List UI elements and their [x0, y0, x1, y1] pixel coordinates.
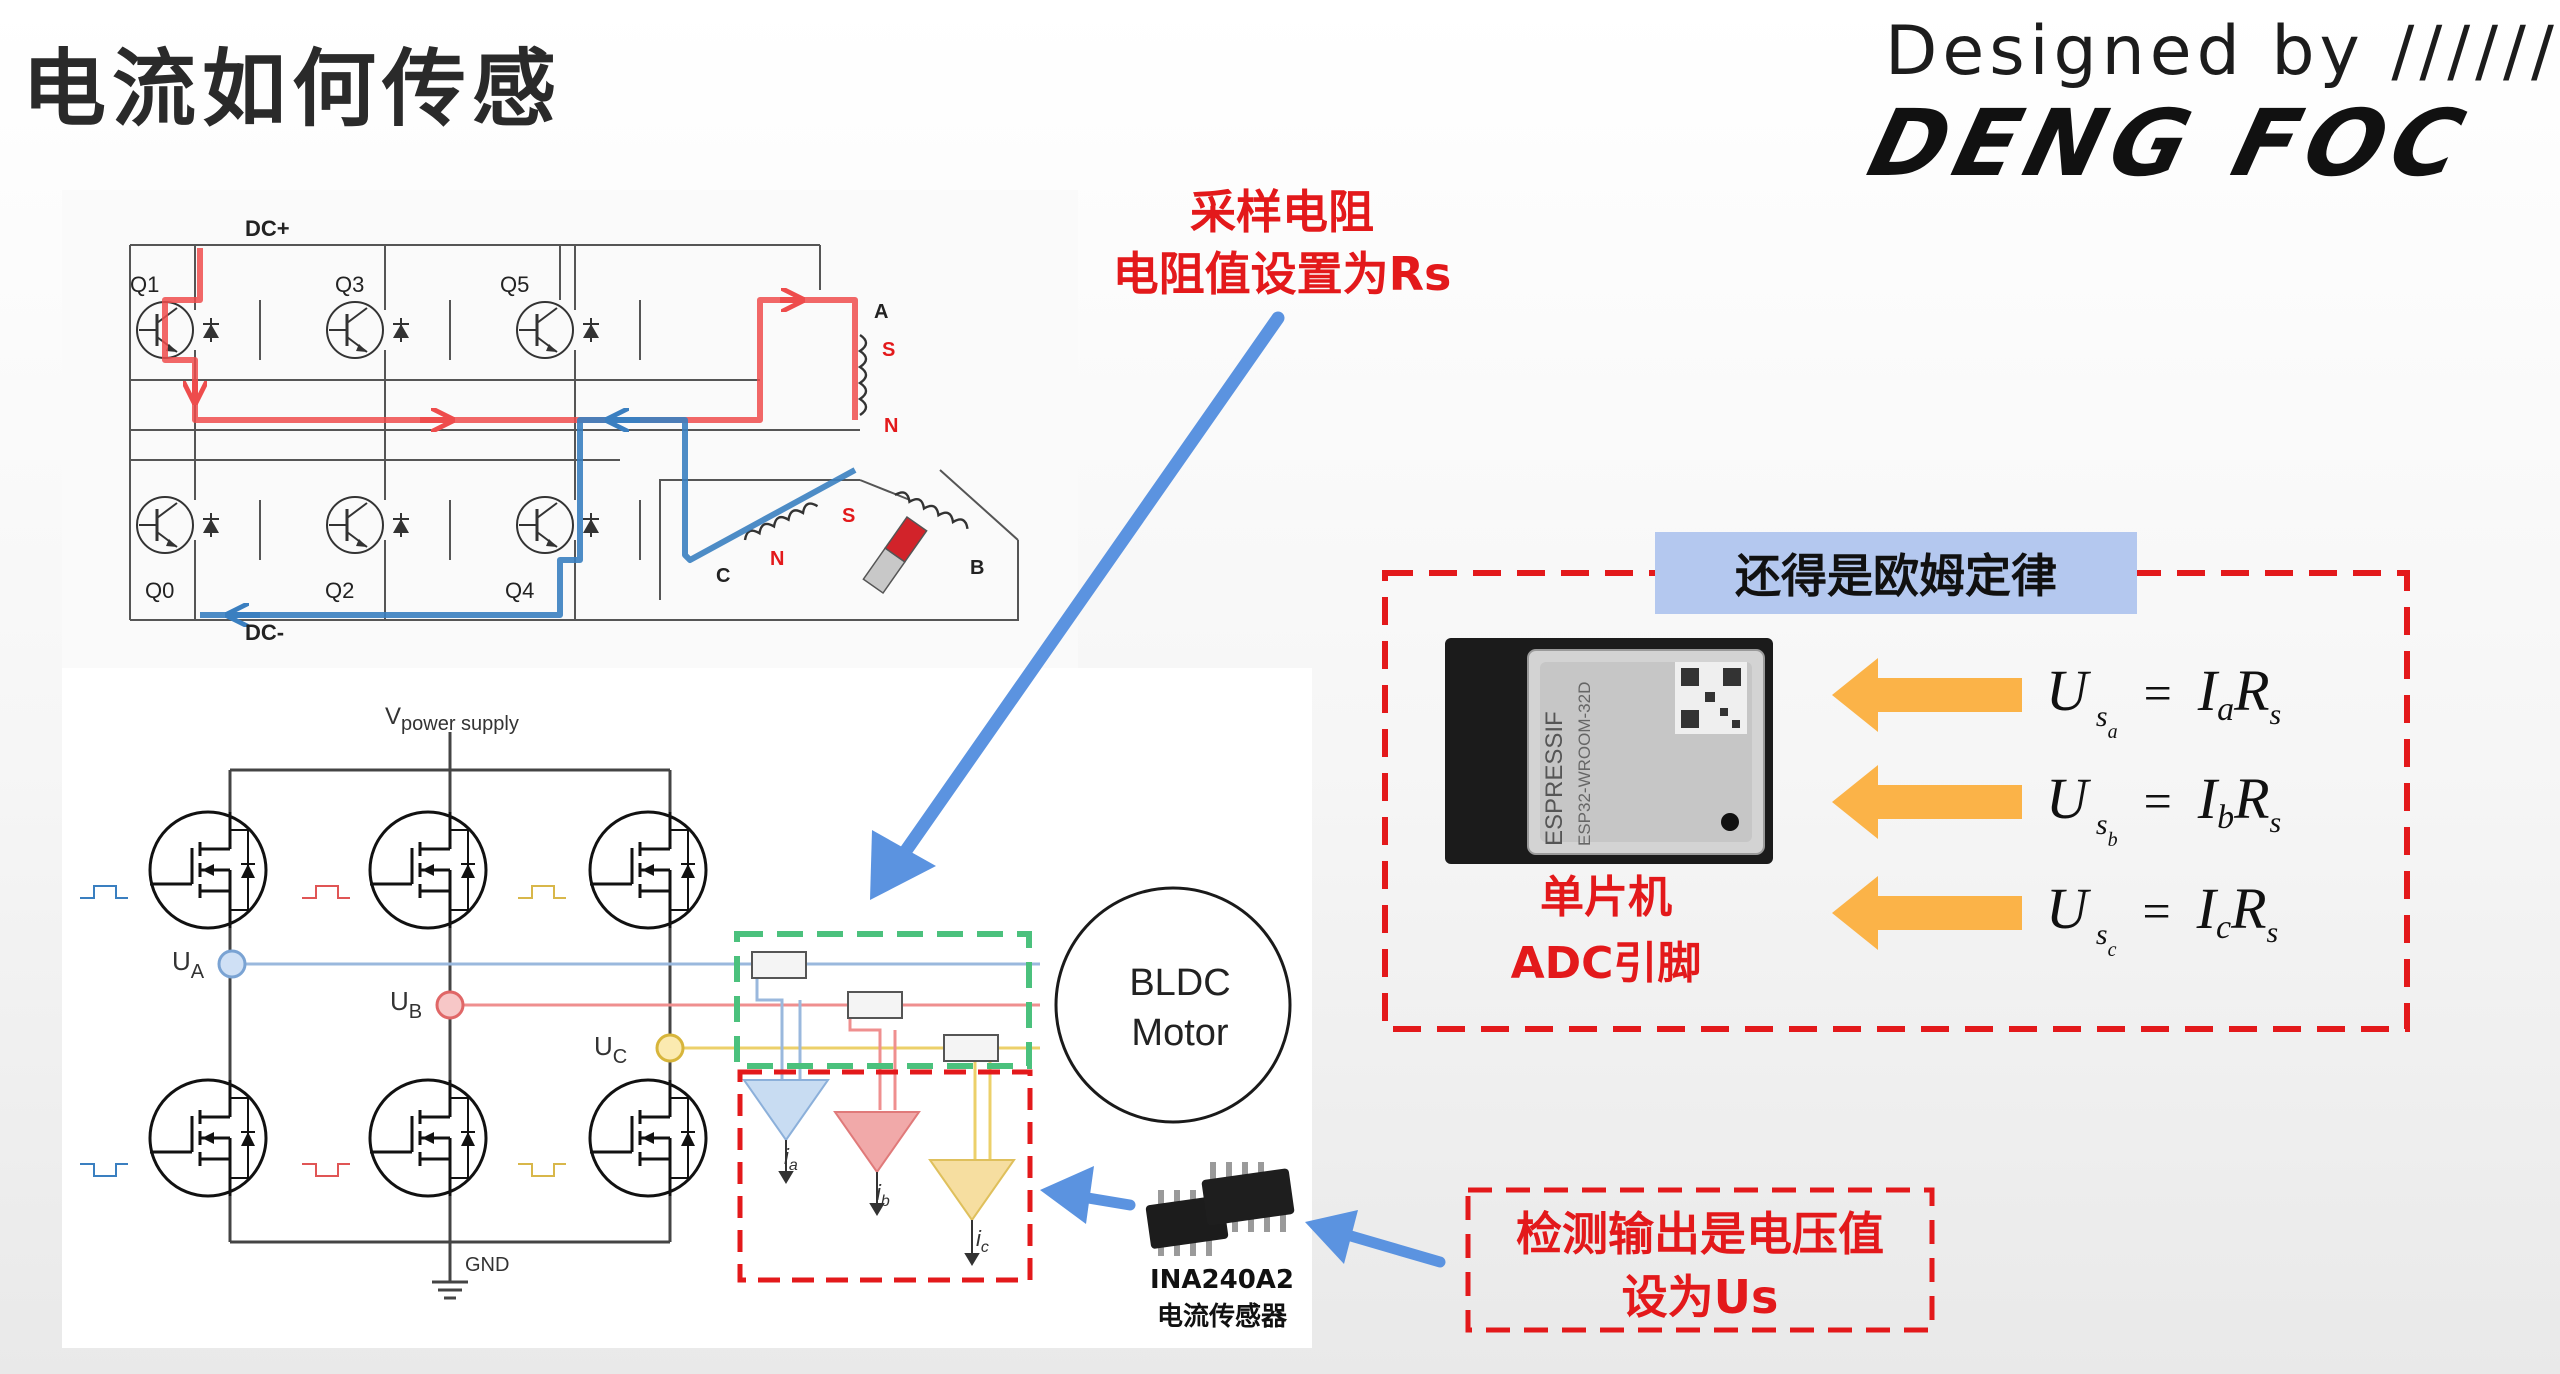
page-title: 电流如何传感	[22, 40, 563, 138]
switch-label-q2: Q2	[325, 578, 354, 603]
switch-label-q1: Q1	[130, 272, 159, 297]
output-voltage-note: 检测输出是电压值 设为Us	[1465, 1187, 1935, 1333]
switch-label-q0: Q0	[145, 578, 174, 603]
ohm-law-panel: 还得是欧姆定律 ESPRESSIF ESP32-WROOM-32D 单片机 AD…	[1382, 532, 2410, 1032]
dc-minus-label: DC-	[245, 620, 284, 645]
gnd-label: GND	[465, 1254, 509, 1276]
module-brand: ESPRESSIF	[1541, 711, 1568, 846]
motor-label-1: BLDC	[1129, 962, 1230, 1004]
switch-label-q5: Q5	[500, 272, 529, 297]
esp32-module: ESPRESSIF ESP32-WROOM-32D	[1445, 638, 1773, 864]
arrow-chip-to-amp	[1040, 1166, 1136, 1224]
pole-label-s-a: S	[882, 339, 895, 361]
amplifier-c	[928, 1159, 1016, 1222]
chip-caption-type: 电流传感器	[1157, 1302, 1288, 1332]
current-label-ia: ia	[784, 1144, 798, 1174]
module-model: ESP32-WROOM-32D	[1575, 682, 1594, 846]
pole-label-n-a: N	[884, 415, 898, 437]
node-uc	[655, 1033, 685, 1063]
bldc-motor	[1054, 886, 1292, 1124]
ohm-law-title: 还得是欧姆定律	[1735, 549, 2057, 603]
vsupply-label: Vpower supply	[385, 703, 519, 735]
orange-arrow-c	[1832, 876, 2022, 950]
amplifier-a	[742, 1079, 830, 1142]
shunt-resistor-b	[847, 991, 903, 1019]
node-label-ua: UA	[172, 946, 205, 983]
current-label-ic: ic	[976, 1226, 989, 1256]
arrow-resistor-callout	[870, 311, 1285, 900]
switch-label-q4: Q4	[505, 578, 534, 603]
ohm-law-title-box	[1655, 532, 2137, 614]
motor-label-2: Motor	[1131, 1012, 1228, 1054]
rotor-magnet	[862, 515, 928, 595]
amplifier-b	[833, 1111, 921, 1174]
node-label-uc: UC	[594, 1031, 627, 1068]
inverter-mosfet-diagram: Vpower supply GND	[62, 668, 1312, 1348]
phase-label-c: C	[716, 565, 730, 587]
output-note-2: 设为Us	[1622, 1270, 1779, 1324]
shunt-resistor-c	[943, 1034, 999, 1062]
pole-label-n-c: N	[770, 548, 784, 570]
phase-label-b: B	[970, 557, 984, 579]
annotation-sense-resistor-2: 电阻值设置为Rs	[1113, 247, 1452, 301]
shunt-resistor-a	[751, 951, 807, 979]
shunt-highlight-box	[734, 931, 1032, 1069]
node-ua	[217, 949, 247, 979]
dc-plus-label: DC+	[245, 216, 290, 241]
annotation-sense-resistor-1: 采样电阻	[1190, 185, 1374, 239]
inverter-bjt-diagram: DC+ DC- Q1 Q3 Q5 Q0 Q2 Q4 A B C S N S N	[62, 190, 1078, 670]
current-label-ib: ib	[876, 1180, 890, 1210]
switch-label-q3: Q3	[335, 272, 364, 297]
orange-arrow-a	[1832, 658, 2022, 732]
mcu-caption-1: 单片机	[1540, 872, 1672, 923]
phase-label-a: A	[874, 301, 888, 323]
ina240-chip: INA240A2 电流传感器	[1145, 1162, 1295, 1332]
node-label-ub: UB	[390, 986, 422, 1023]
output-note-1: 检测输出是电压值	[1516, 1207, 1884, 1261]
chip-caption-model: INA240A2	[1150, 1265, 1294, 1295]
orange-arrow-b	[1832, 765, 2022, 839]
amplifier-highlight-box	[737, 1069, 1033, 1283]
arrow-note-to-chip	[1305, 1210, 1446, 1268]
pole-label-s-c: S	[842, 505, 855, 527]
brand-designed-by: Designed by //////	[1885, 12, 2559, 91]
mcu-caption-2: ADC引脚	[1511, 938, 1702, 989]
node-ub	[435, 990, 465, 1020]
